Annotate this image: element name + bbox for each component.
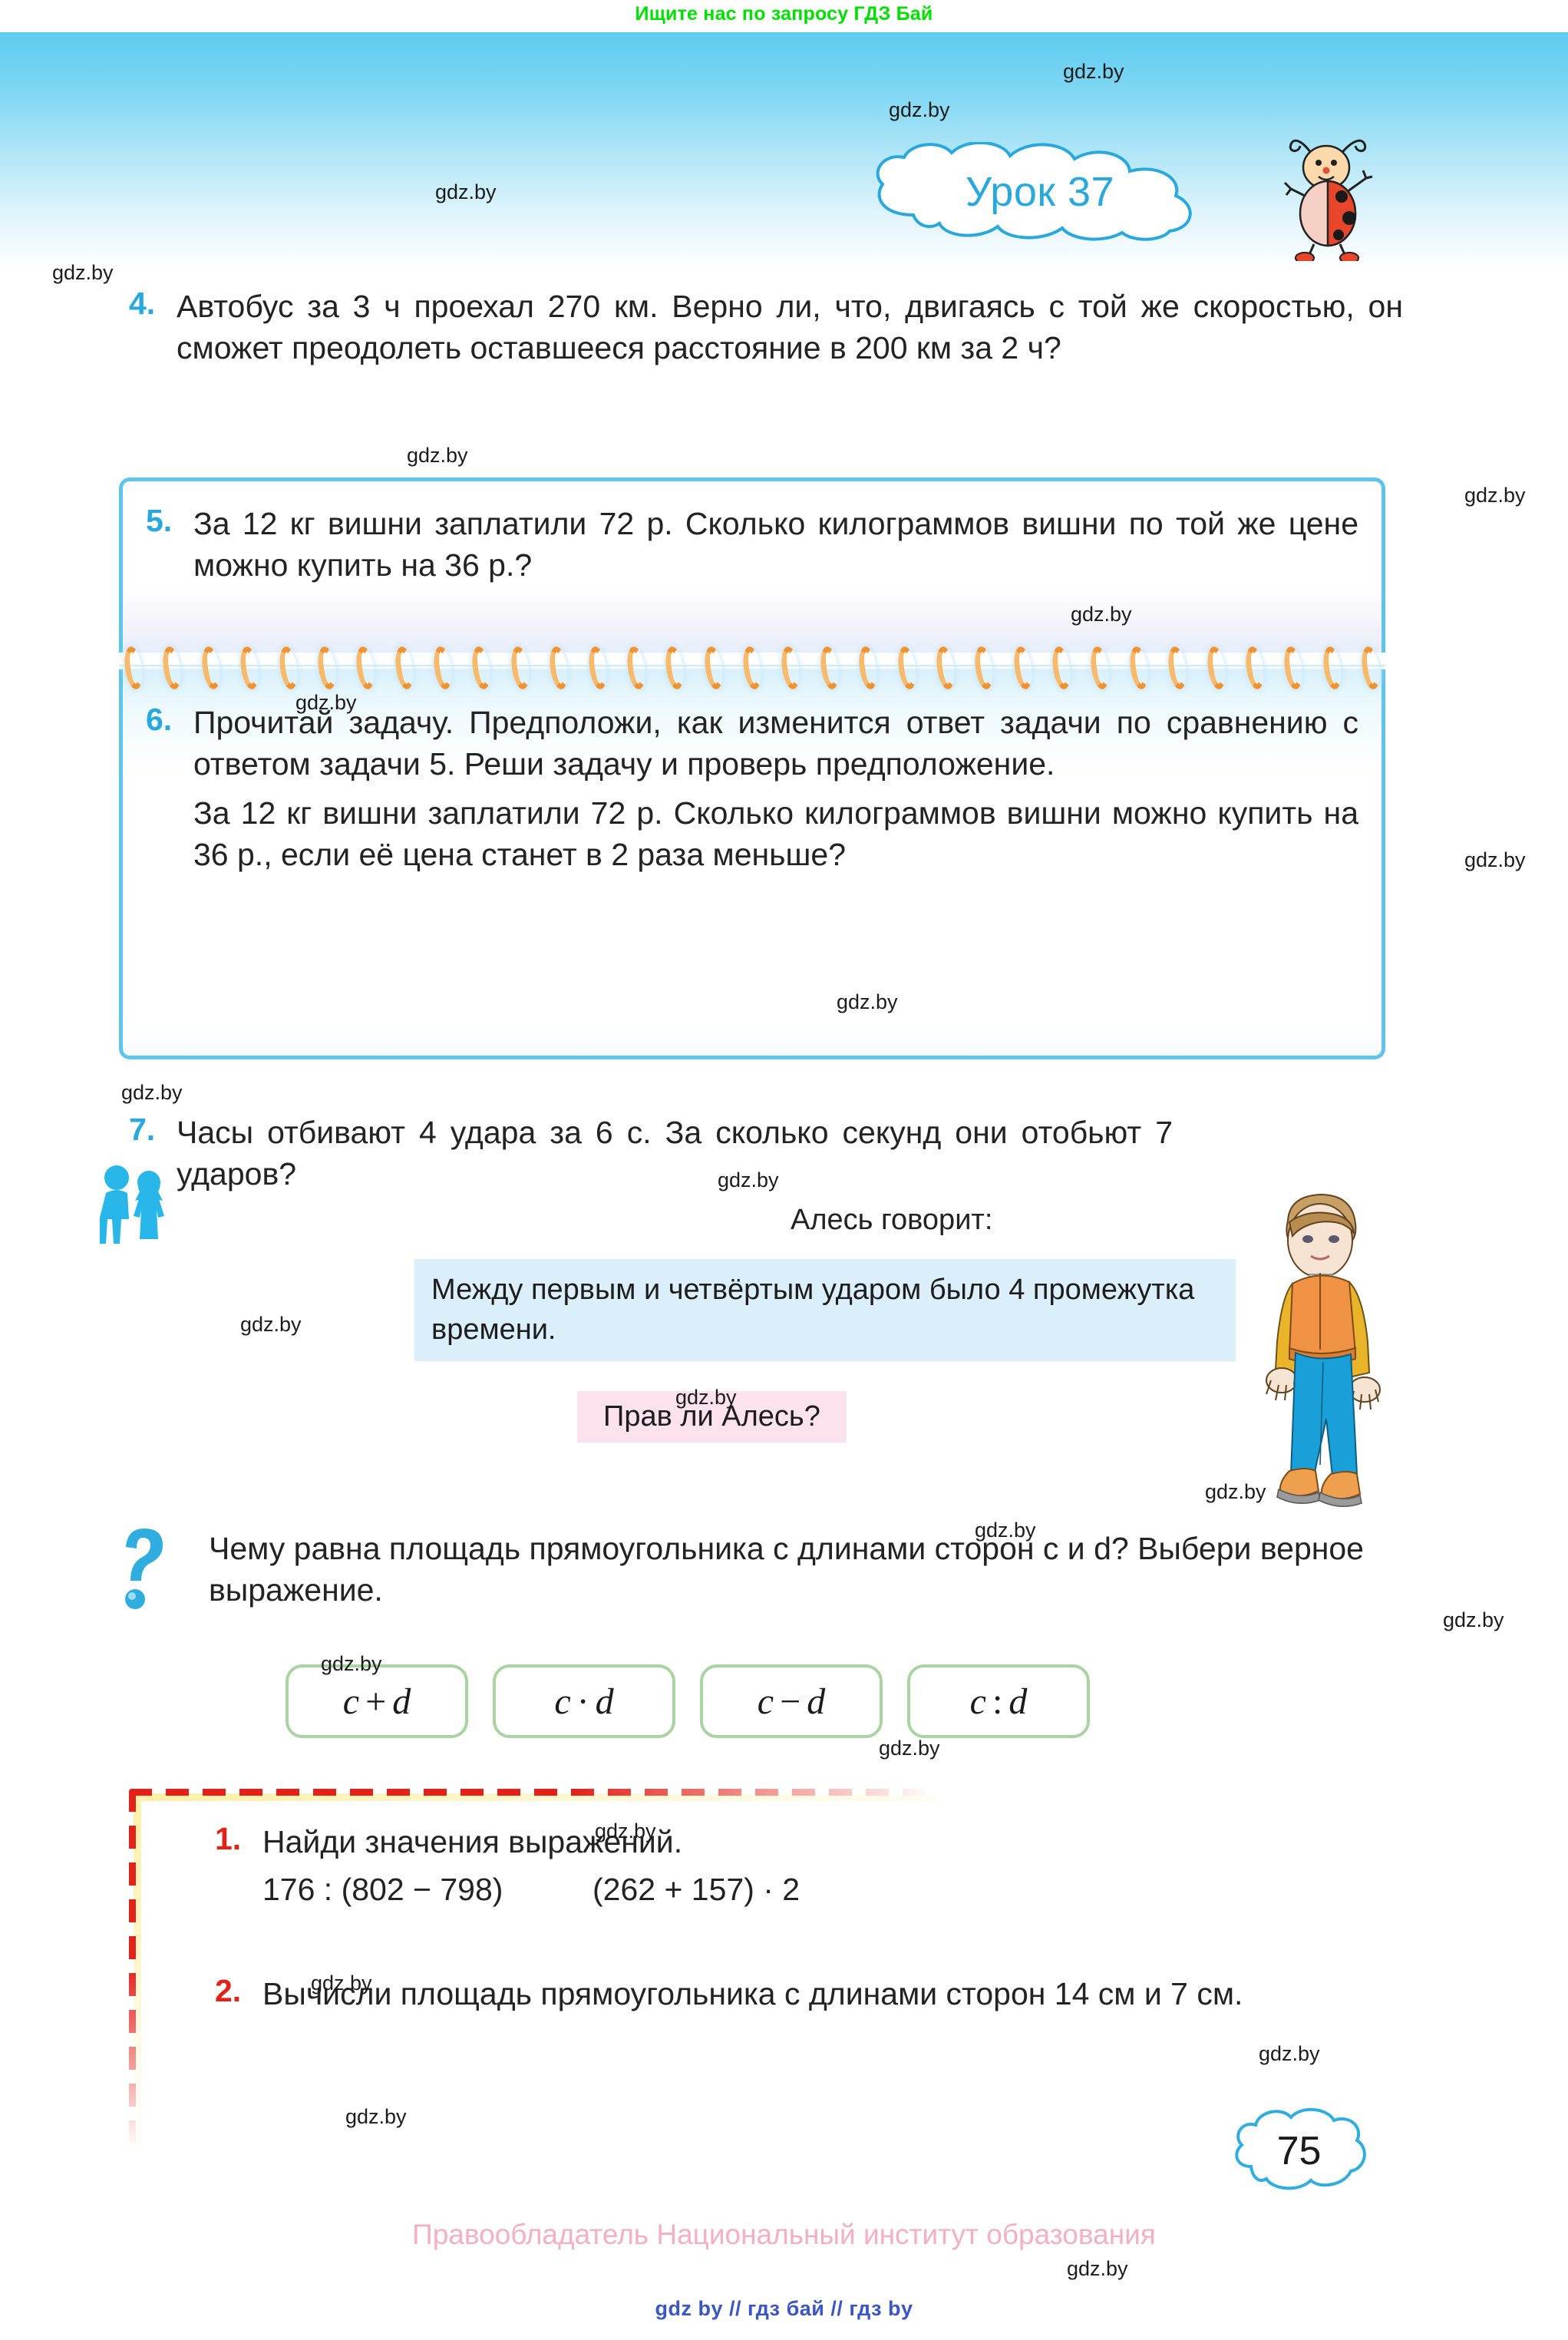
homework-task-2: 2. Вычисли площадь прямоугольника с длин… xyxy=(215,1973,1328,2014)
speaker-label: Алесь говорит: xyxy=(791,1204,993,1236)
option-right-operand: d xyxy=(392,1681,411,1722)
homework-section: 1. Найди значения выражений. 176 : (802 … xyxy=(127,1789,1349,2150)
watermark: gdz.by xyxy=(311,1971,372,1995)
homework-left-fade xyxy=(127,1789,140,2150)
option-left-operand: c xyxy=(757,1681,774,1722)
question-mark-icon xyxy=(115,1524,169,1616)
option-operator: + xyxy=(365,1681,387,1722)
spiral-bar xyxy=(119,665,1385,671)
page-number-cloud-shape-icon xyxy=(1235,2107,1366,2190)
watermark: gdz.by xyxy=(1259,2042,1320,2065)
task-7: 7. Часы отбивают 4 удара за 6 с. За скол… xyxy=(129,1112,1173,1195)
option-left-operand: c xyxy=(554,1681,571,1722)
task-7-text: Часы отбивают 4 удара за 6 с. За сколько… xyxy=(177,1115,1173,1192)
alesya-statement-box: Между первым и четвёртым ударом было 4 п… xyxy=(414,1259,1236,1361)
watermark: gdz.by xyxy=(718,1168,779,1191)
option-c-minus-d[interactable]: c − d xyxy=(700,1664,883,1738)
page-number-cloud: 75 xyxy=(1228,2105,1370,2197)
homework-task-2-text: Вычисли площадь прямоугольника с длинами… xyxy=(262,1976,1243,2011)
option-c-divide-d[interactable]: c : d xyxy=(907,1664,1090,1738)
promo-banner-text: Ищите нас по запросу ГДЗ Бай xyxy=(635,3,933,25)
task-6-text-2: За 12 кг вишни заплатили 72 р. Сколько к… xyxy=(193,795,1358,873)
watermark: gdz.by xyxy=(435,180,497,203)
boy-character-illustration xyxy=(1228,1188,1412,1519)
watermark: gdz.by xyxy=(1464,484,1526,507)
watermark: gdz.by xyxy=(879,1737,940,1760)
lesson-title-cloud: Урок 37 xyxy=(860,142,1220,242)
option-left-operand: c xyxy=(342,1681,360,1722)
site-footer-text: gdz by // гдз бай // гдз by xyxy=(655,2297,913,2320)
cloud-shape-icon xyxy=(876,142,1192,241)
task-5: 5. За 12 кг вишни заплатили 72 р. Скольк… xyxy=(146,503,1358,586)
watermark: gdz.by xyxy=(345,2105,407,2128)
watermark: gdz.by xyxy=(240,1313,302,1336)
option-right-operand: d xyxy=(807,1681,826,1722)
watermark: gdz.by xyxy=(295,691,357,714)
ladybug-icon xyxy=(1265,123,1399,264)
answer-options: c + d c · d c − d c : d xyxy=(286,1664,1090,1738)
task-5-number: 5. xyxy=(146,503,173,538)
watermark: gdz.by xyxy=(975,1519,1036,1542)
option-right-operand: d xyxy=(1008,1681,1028,1722)
homework-task-1-text: Найди значения выражений. xyxy=(262,1824,683,1859)
watermark: gdz.by xyxy=(1205,1480,1266,1503)
homework-expression-1: 176 : (802 − 798) xyxy=(262,1872,503,1908)
copyright-notice: Правообладатель Национальный институт об… xyxy=(412,2219,1156,2250)
watermark: gdz.by xyxy=(52,261,114,284)
lesson-title-text: Урок 37 xyxy=(965,169,1115,215)
page-number-text: 75 xyxy=(1276,2129,1322,2173)
option-c-plus-d[interactable]: c + d xyxy=(286,1664,468,1738)
promo-banner: Ищите нас по запросу ГДЗ Бай xyxy=(0,0,1568,32)
homework-expression-2: (262 + 157) · 2 xyxy=(593,1872,801,1908)
task-4-number: 4. xyxy=(129,286,156,321)
notebook-panel: 5. За 12 кг вишни заплатили 72 р. Скольк… xyxy=(119,478,1385,1059)
task-5-text: За 12 кг вишни заплатили 72 р. Сколько к… xyxy=(193,506,1358,583)
task-6: 6. Прочитай задачу. Предположи, как изме… xyxy=(146,702,1358,875)
spiral-binding xyxy=(119,639,1385,697)
watermark: gdz.by xyxy=(121,1081,183,1104)
watermark: gdz.by xyxy=(1063,60,1124,83)
task-6-number: 6. xyxy=(146,702,173,737)
homework-task-1: 1. Найди значения выражений. 176 : (802 … xyxy=(215,1821,1289,1910)
option-c-times-d[interactable]: c · d xyxy=(493,1664,675,1738)
watermark: gdz.by xyxy=(1464,848,1526,871)
watermark: gdz.by xyxy=(321,1652,382,1675)
notebook-bottom-sheet: 6. Прочитай задачу. Предположи, как изме… xyxy=(119,669,1385,1059)
notebook-top-sheet: 5. За 12 кг вишни заплатили 72 р. Скольк… xyxy=(119,478,1385,653)
task-6-text: Прочитай задачу. Предположи, как изменит… xyxy=(193,705,1358,782)
concept-question-label: Чему равна площадь прямоугольника с длин… xyxy=(209,1531,1364,1608)
watermark: gdz.by xyxy=(1067,2257,1128,2280)
option-operator: − xyxy=(780,1681,801,1722)
watermark: gdz.by xyxy=(837,990,898,1013)
concept-question-text: Чему равна площадь прямоугольника с длин… xyxy=(209,1528,1391,1611)
homework-task-2-number: 2. xyxy=(215,1973,242,2008)
alesya-question-box: Прав ли Алесь? xyxy=(577,1391,847,1443)
option-left-operand: c xyxy=(969,1681,986,1722)
option-operator: : xyxy=(992,1681,1003,1722)
watermark: gdz.by xyxy=(889,98,950,121)
option-right-operand: d xyxy=(595,1681,614,1722)
option-operator: · xyxy=(576,1681,589,1722)
homework-top-fade xyxy=(129,1789,935,1796)
watermark: gdz.by xyxy=(407,444,468,467)
task-7-number: 7. xyxy=(129,1112,156,1147)
homework-task-1-number: 1. xyxy=(215,1821,242,1856)
task-4-text: Автобус за 3 ч проехал 270 км. Верно ли,… xyxy=(177,289,1403,366)
watermark: gdz.by xyxy=(675,1386,737,1409)
task-4: 4. Автобус за 3 ч проехал 270 км. Верно … xyxy=(129,286,1403,369)
watermark: gdz.by xyxy=(595,1819,656,1843)
pair-work-icon xyxy=(92,1161,177,1245)
watermark: gdz.by xyxy=(1443,1608,1504,1631)
watermark: gdz.by xyxy=(1071,603,1132,626)
